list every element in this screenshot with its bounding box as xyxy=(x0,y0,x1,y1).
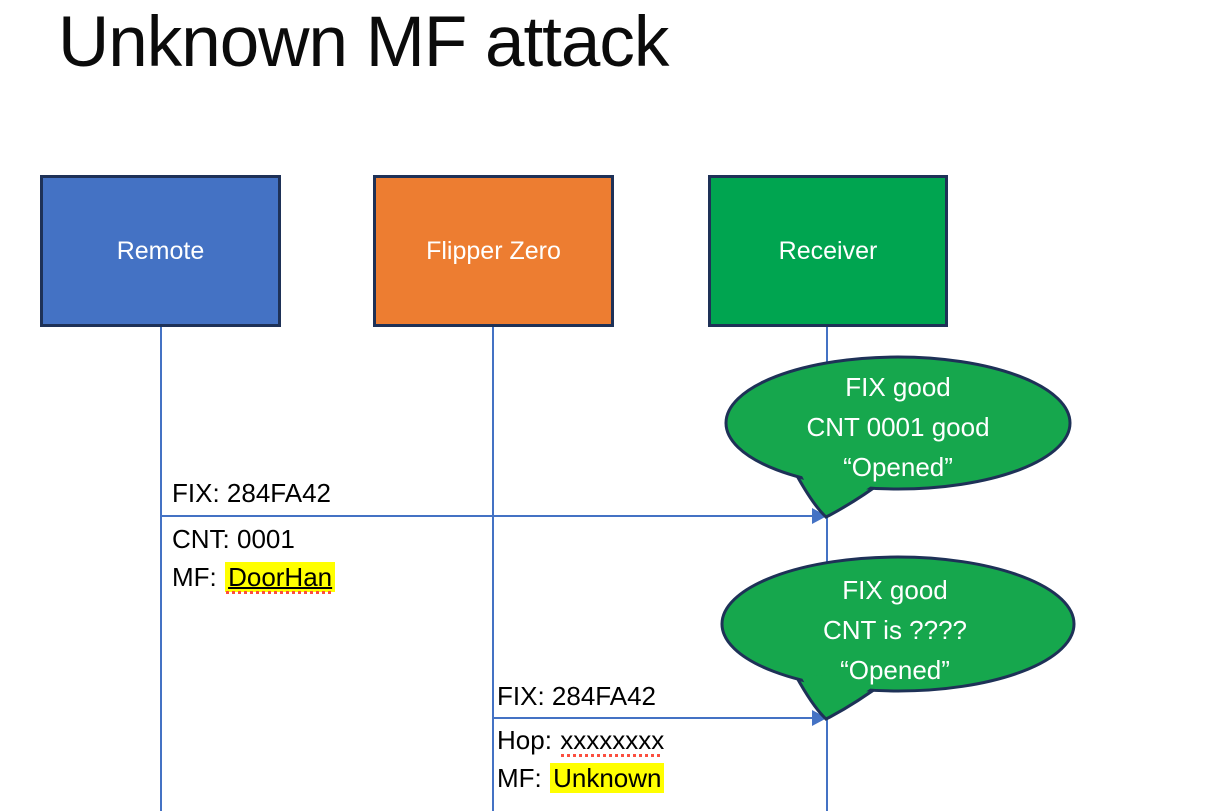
lifeline-remote xyxy=(160,327,162,811)
actor-label-flipper-zero: Flipper Zero xyxy=(426,236,561,265)
lifeline-flipper-zero xyxy=(492,327,494,811)
message1-mf-prefix: MF: xyxy=(172,562,217,592)
message2-mf-label: MF: Unknown xyxy=(497,762,665,794)
callout2-line1: FIX good xyxy=(842,575,948,605)
message2-mf-prefix: MF: xyxy=(497,763,542,793)
message2-fix-label: FIX: 284FA42 xyxy=(497,681,656,711)
callout2-speech-bubble-icon xyxy=(720,555,1076,721)
message2-hop-prefix: Hop: xyxy=(497,725,552,755)
actor-box-remote: Remote xyxy=(40,175,281,327)
message2-hop-label: Hop: xxxxxxxx xyxy=(497,724,664,756)
actor-box-flipper-zero: Flipper Zero xyxy=(373,175,614,327)
actor-label-receiver: Receiver xyxy=(778,236,878,265)
callout1-line3: “Opened” xyxy=(843,452,953,482)
page-title: Unknown MF attack xyxy=(58,3,669,82)
actor-box-receiver: Receiver xyxy=(708,175,948,327)
callout2-line3: “Opened” xyxy=(840,655,950,685)
callout2-text: FIX good CNT is ???? “Opened” xyxy=(706,570,1084,690)
message1-arrow-line xyxy=(161,515,813,517)
message1-fix-label: FIX: 284FA42 xyxy=(172,478,331,508)
actor-label-remote: Remote xyxy=(116,236,205,265)
callout2-line2: CNT is ???? xyxy=(822,615,968,645)
message2-hop-value: xxxxxxxx xyxy=(560,725,665,755)
callout1-line1: FIX good xyxy=(845,372,951,402)
callout1-speech-bubble-icon xyxy=(724,355,1072,519)
message2-arrow-line xyxy=(493,717,813,719)
callout1-line2: CNT 0001 good xyxy=(806,412,990,442)
message2-mf-value-highlighted: Unknown xyxy=(550,763,665,793)
callout1-text: FIX good CNT 0001 good “Opened” xyxy=(712,367,1084,487)
message1-cnt-label: CNT: 0001 xyxy=(172,524,295,554)
message1-mf-label: MF: DoorHan xyxy=(172,561,336,593)
message1-mf-value-highlighted: DoorHan xyxy=(225,562,336,592)
